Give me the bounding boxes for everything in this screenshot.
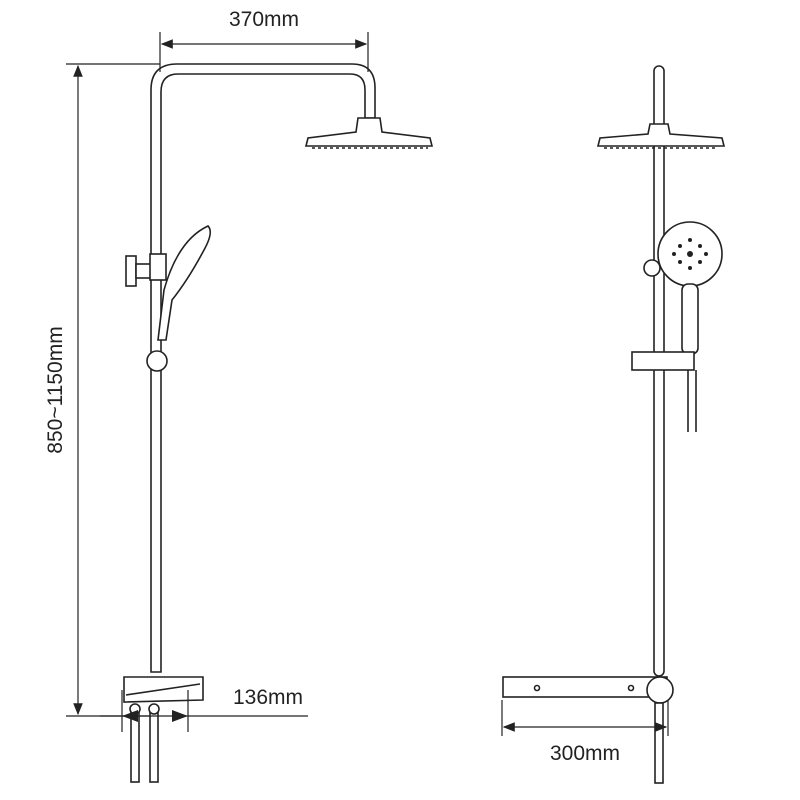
- slider-bracket: [631, 351, 695, 371]
- dim-top-width: 370mm: [159, 8, 369, 72]
- hand-shower: [157, 225, 212, 341]
- riser-pipe: [150, 63, 376, 673]
- front-supply-hose: [654, 702, 664, 784]
- front-shower-head: [596, 123, 726, 147]
- front-view: [502, 65, 726, 784]
- dim-height: 850~1150mm: [44, 63, 160, 717]
- shower-head: [304, 117, 434, 147]
- mixer-depth-label: 136mm: [233, 686, 303, 709]
- front-riser-pipe: [653, 65, 665, 677]
- top-width-label: 370mm: [229, 8, 299, 31]
- diverter-knob: [125, 255, 137, 287]
- mixer-knob: [646, 676, 674, 704]
- height-label: 850~1150mm: [44, 326, 67, 453]
- supply-hoses: [129, 703, 160, 783]
- front-hand-shower-handle: [681, 283, 699, 355]
- dim-shelf-width: 300mm: [501, 700, 669, 765]
- shelf-width-label: 300mm: [550, 742, 620, 765]
- shelf: [502, 676, 668, 698]
- slider-knob: [146, 350, 168, 372]
- dim-mixer-depth: 136mm: [100, 686, 308, 732]
- side-view: [123, 63, 434, 783]
